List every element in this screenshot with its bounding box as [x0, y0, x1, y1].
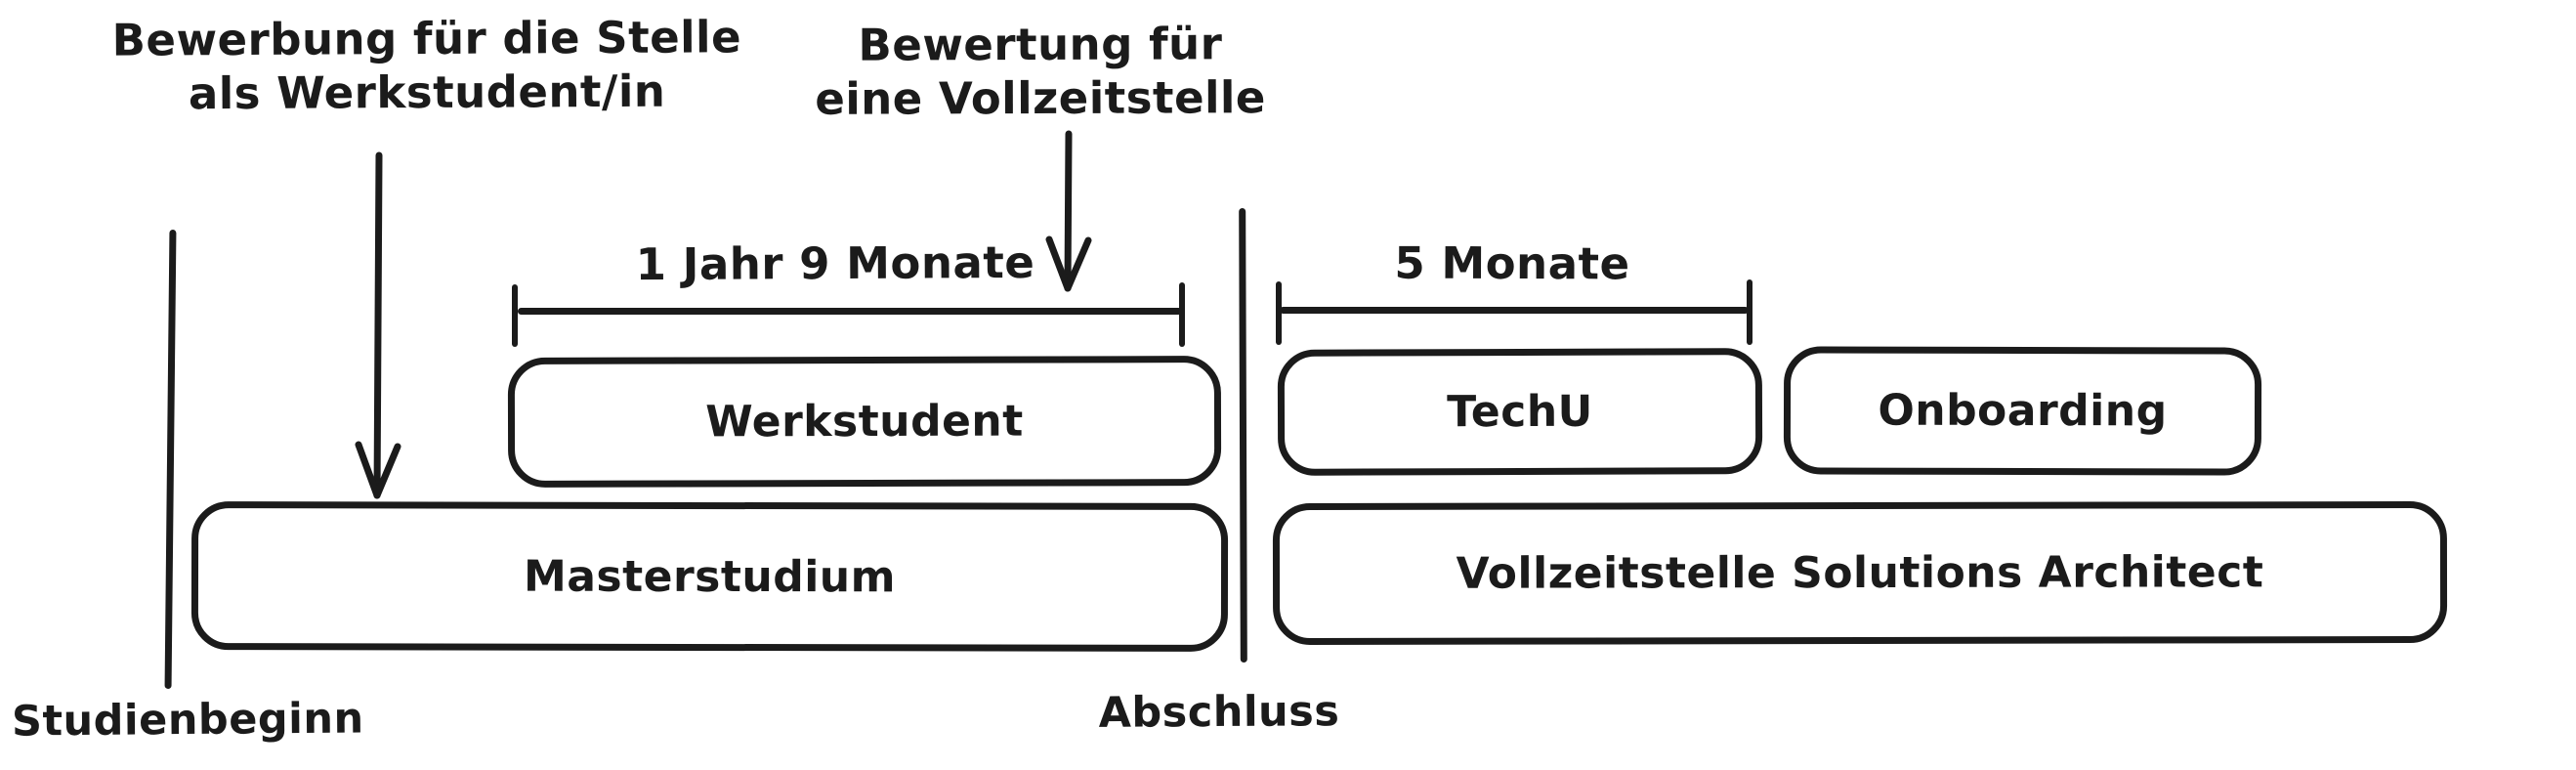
duration-bracket-werkstudent-left-tick: [512, 284, 518, 347]
milestone-line-graduation: [1239, 207, 1247, 663]
timeline-box-vollzeitstelle-label: Vollzeitstelle Solutions Architect: [1456, 547, 2264, 599]
duration-bracket-techu-left-tick: [1276, 281, 1282, 345]
annotation-fulltime-review-line2: eine Vollzeitstelle: [815, 71, 1266, 125]
duration-label-techu: 5 Monate: [1394, 236, 1630, 290]
milestone-line-study-start: [164, 229, 177, 690]
timeline-box-werkstudent-label: Werkstudent: [705, 396, 1024, 448]
duration-bracket-techu-line: [1280, 307, 1749, 314]
timeline-box-masterstudium-label: Masterstudium: [523, 551, 897, 602]
duration-label-werkstudent: 1 Jahr 9 Monate: [635, 235, 1035, 291]
down-arrow-werkstudent-application: [355, 151, 401, 499]
annotation-fulltime-review: Bewertung für eine Vollzeitstelle: [650, 17, 1431, 127]
timeline-box-masterstudium: Masterstudium: [190, 501, 1229, 652]
timeline-box-werkstudent: Werkstudent: [507, 356, 1222, 488]
duration-bracket-techu-right-tick: [1747, 279, 1753, 345]
timeline-box-onboarding: Onboarding: [1783, 346, 2262, 476]
timeline-box-vollzeitstelle: Vollzeitstelle Solutions Architect: [1272, 500, 2448, 646]
duration-bracket-werkstudent-right-tick: [1179, 282, 1185, 347]
timeline-box-techu: TechU: [1277, 348, 1763, 476]
milestone-label-study-start: Studienbeginn: [11, 694, 364, 747]
timeline-box-onboarding-label: Onboarding: [1878, 385, 2168, 437]
duration-bracket-werkstudent-line: [518, 308, 1182, 315]
annotation-fulltime-review-line1: Bewertung für: [858, 18, 1223, 71]
milestone-label-graduation: Abschluss: [1098, 687, 1340, 738]
down-arrow-fulltime-review: [1045, 130, 1092, 292]
timeline-box-techu-label: TechU: [1447, 386, 1593, 438]
